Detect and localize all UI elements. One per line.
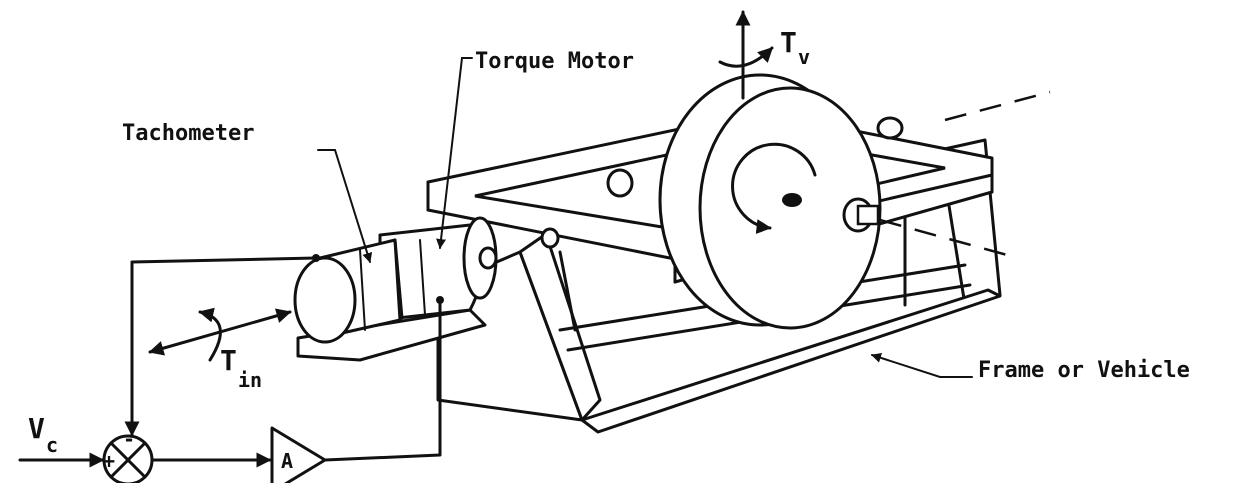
vc-symbol: V — [28, 412, 45, 445]
amplifier: A — [270, 426, 327, 483]
motor-tach-assembly — [293, 216, 498, 362]
torque-motor-leader — [436, 57, 473, 249]
input-torque-tin: T in — [148, 307, 292, 392]
frame-leader — [871, 353, 973, 378]
torque-motor-label: Torque Motor — [475, 49, 634, 74]
summing-junction: + - — [102, 427, 154, 483]
tin-subscript: in — [238, 368, 262, 392]
gimbal-axis — [540, 90, 1051, 260]
vc-subscript: c — [46, 433, 58, 457]
control-loop: + - A — [18, 256, 442, 483]
tv-symbol: T — [780, 26, 797, 59]
tachometer-leader — [317, 149, 373, 263]
frame-or-vehicle-label: Frame or Vehicle — [978, 358, 1190, 383]
rotor-wheel — [658, 73, 882, 330]
summer-plus-sign: + — [103, 449, 115, 473]
tv-subscript: v — [798, 45, 810, 69]
tin-symbol: T — [220, 344, 237, 377]
output-torque-tv: T v — [718, 10, 810, 100]
tachometer-label: Tachometer — [122, 121, 254, 146]
amplifier-label: A — [281, 449, 293, 473]
